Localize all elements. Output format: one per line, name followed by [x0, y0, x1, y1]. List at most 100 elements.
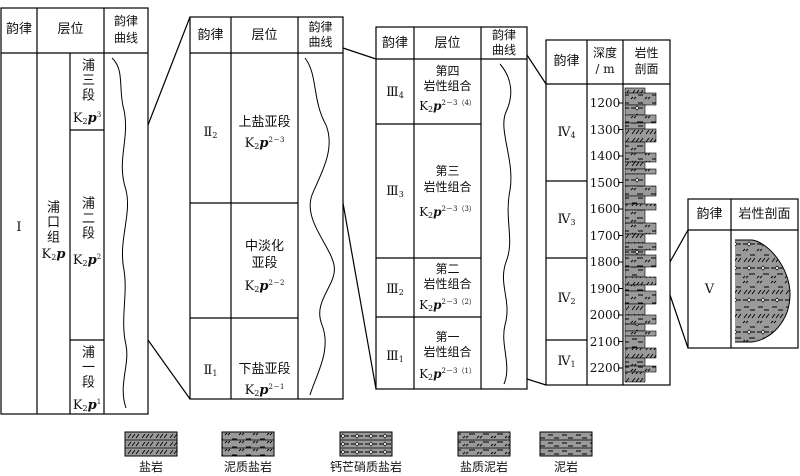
- p2-header-yunlv: 韵律: [197, 28, 224, 43]
- p2-upper-label: 上盐亚段: [238, 115, 291, 130]
- lithology-layer: [624, 209, 646, 224]
- p2-upper-code: K2p2－3: [244, 136, 285, 151]
- lithology-layer: [624, 371, 646, 383]
- lithology-layer: [624, 141, 646, 154]
- p1-seg3: 浦三段: [79, 58, 94, 103]
- p3-header-yunlv: 韵律: [381, 36, 408, 51]
- p4-header-section: 岩性 剖面: [634, 46, 659, 76]
- lithology-layer: [735, 256, 790, 264]
- legend-label-glauberite-salt: 钙芒硝质盐岩: [329, 460, 402, 474]
- p2-middle-code: K2p2－2: [244, 279, 285, 294]
- p3-header-curve: 韵律 曲线: [491, 28, 516, 57]
- lithology-layer: [624, 114, 657, 124]
- lithology-layer: [624, 290, 657, 305]
- p3-unit4-code: K2p2－3（4）: [419, 99, 476, 114]
- p1-header-yunlv: 韵律: [5, 22, 32, 37]
- p3-unit2-l1: 第二: [435, 262, 460, 276]
- p3-unit1-l2: 岩性组合: [423, 345, 472, 359]
- p1-seg1-code: K2p1: [72, 398, 102, 413]
- p1-header-cengwei: 层位: [57, 22, 84, 37]
- p3-unit2-l2: 岩性组合: [423, 277, 472, 291]
- lithology-layer: [624, 222, 657, 235]
- p5-roman-V: Ⅴ: [704, 282, 715, 297]
- p1-seg3-code: K2p3: [72, 111, 102, 126]
- legend-label-salt: 盐岩: [138, 460, 163, 474]
- p4-header-depth: 深度 / m: [592, 46, 617, 76]
- lithology-layer: [624, 365, 657, 373]
- lithology-layer: [624, 276, 657, 286]
- p4-header-yunlv: 韵律: [553, 54, 580, 69]
- p1-header-curve: 韵律 曲线: [113, 14, 138, 45]
- depth-label: 2000: [589, 308, 621, 322]
- legend-swatch-salty-mudstone: [457, 431, 511, 457]
- legend-label-salty-mudstone: 盐质泥岩: [459, 460, 508, 474]
- lithology-layer: [624, 249, 646, 256]
- lithology-layer: [624, 92, 657, 106]
- p3-unit3-l1: 第三: [435, 164, 460, 178]
- p4-roman-IV4: Ⅳ4: [557, 125, 576, 141]
- p1-seg2-code: K2p2: [72, 253, 102, 268]
- legend-swatches: [124, 431, 593, 457]
- lithology-layer: [735, 320, 790, 328]
- p3-roman-III2: Ⅲ2: [386, 282, 404, 298]
- lithology-layer: [624, 323, 646, 332]
- lithology-layer: [735, 312, 790, 320]
- depth-ticks: [618, 102, 623, 369]
- p4-roman-IV1: Ⅳ1: [557, 354, 576, 370]
- lithology-layer: [735, 288, 790, 296]
- lithology-layer: [624, 254, 657, 268]
- lithology-layer: [624, 168, 657, 175]
- lithology-layer: [735, 272, 790, 280]
- lithology-layer: [624, 314, 657, 325]
- p2-middle-label-2: 亚段: [251, 256, 278, 271]
- p1-roman-I: Ⅰ: [16, 220, 22, 235]
- p3-unit3-code: K2p2－3（3）: [419, 205, 476, 220]
- lithology-layer: [624, 242, 657, 251]
- p3-roman-III4: Ⅲ4: [386, 85, 404, 101]
- lithology-layer: [735, 336, 790, 342]
- p2-roman-II1: Ⅱ1: [203, 363, 218, 379]
- depth-label: 1700: [589, 228, 621, 243]
- lithology-layer: [624, 335, 646, 349]
- depth-label: 2100: [589, 334, 621, 349]
- lithology-layer: [624, 87, 646, 94]
- lithology-layer: [735, 328, 790, 336]
- p2-middle-label-1: 中淡化: [244, 239, 284, 254]
- lithology-layer: [624, 284, 646, 292]
- panel4-lithology-column: [624, 87, 657, 383]
- lithology-layer: [624, 233, 646, 244]
- lithology-layer: [624, 161, 646, 170]
- p5-header-yunlv: 韵律: [696, 207, 723, 222]
- lithology-layer: [624, 266, 646, 278]
- lithology-layer: [624, 104, 646, 116]
- p4-roman-IV2: Ⅳ2: [557, 291, 576, 307]
- lithology-layer: [735, 280, 790, 288]
- p2-roman-II2: Ⅱ2: [203, 125, 218, 141]
- lithology-layer: [735, 296, 790, 304]
- depth-label: 1800: [589, 255, 621, 269]
- lithology-layer: [624, 330, 657, 337]
- depth-label: 1600: [589, 202, 621, 216]
- legend-label-muddy-salt: 泥质盐岩: [223, 460, 272, 474]
- p1-formation: 浦口组: [44, 200, 59, 245]
- legend-swatch-glauberite-salt: [339, 431, 393, 457]
- p1-seg1: 浦一段: [79, 345, 94, 390]
- lithology-layer: [624, 195, 646, 205]
- legend-swatch-muddy-salt: [221, 431, 275, 457]
- p2-lower-label: 下盐亚段: [238, 362, 291, 377]
- p2-header-curve: 韵律 曲线: [308, 20, 333, 49]
- p1-formation-code: K2p: [41, 247, 66, 263]
- depth-label: 1500: [589, 175, 621, 190]
- lithology-layer: [624, 347, 657, 359]
- depth-label: 1400: [589, 149, 621, 163]
- p3-unit1-code: K2p2－3（1）: [419, 367, 476, 382]
- p4-roman-IV3: Ⅳ3: [557, 212, 576, 228]
- p1-seg2: 浦二段: [79, 196, 94, 241]
- lithology-layer: [735, 264, 790, 272]
- p3-roman-III1: Ⅲ1: [386, 349, 404, 365]
- lithology-layer: [624, 173, 646, 187]
- legend-swatch-mudstone: [539, 431, 593, 457]
- lithology-layer: [735, 240, 790, 248]
- p2-lower-code: K2p2－1: [244, 383, 285, 398]
